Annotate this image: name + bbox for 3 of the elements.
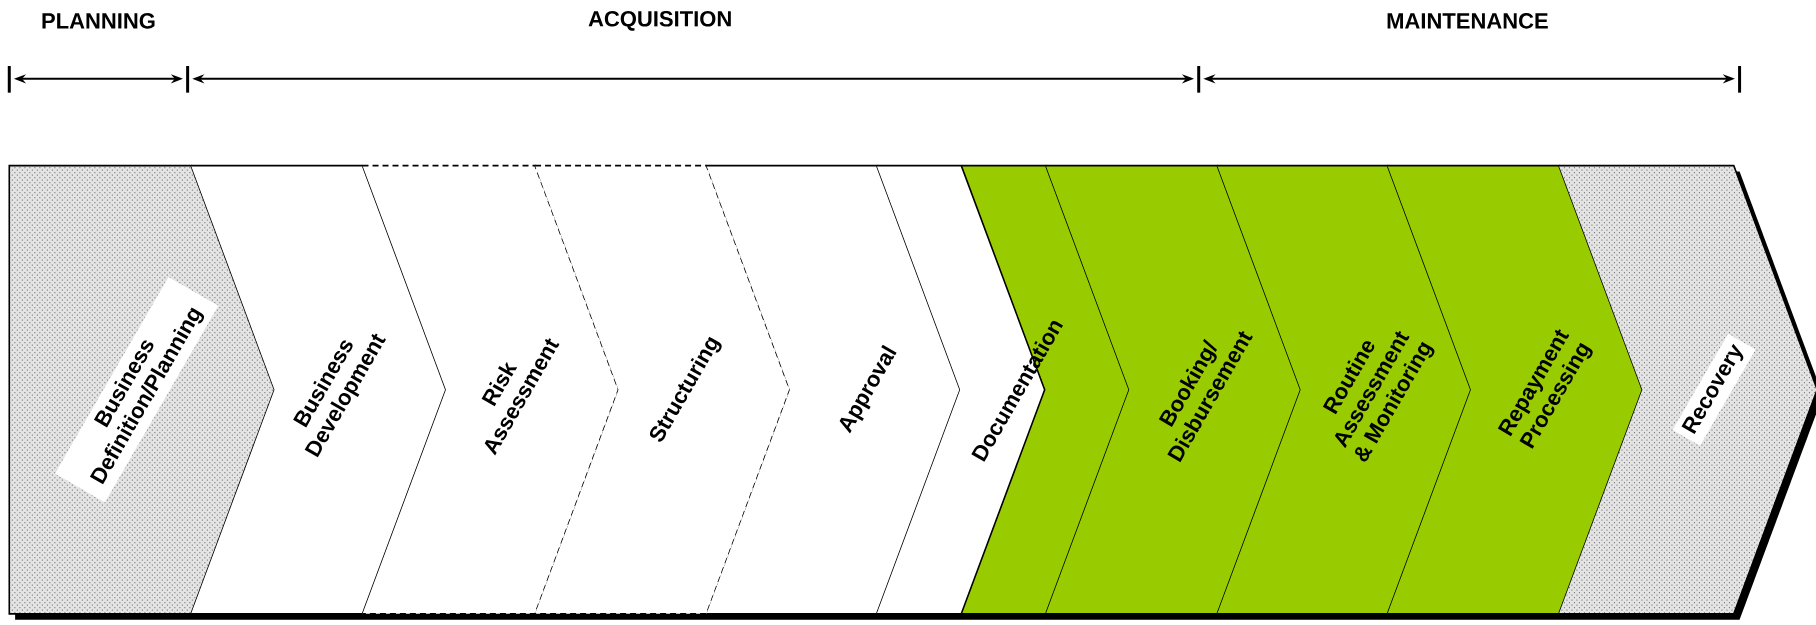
phase-label: PLANNING [42,13,155,29]
phase-label: ACQUISITION [588,11,731,31]
phase-label: MAINTENANCE [1387,13,1548,29]
